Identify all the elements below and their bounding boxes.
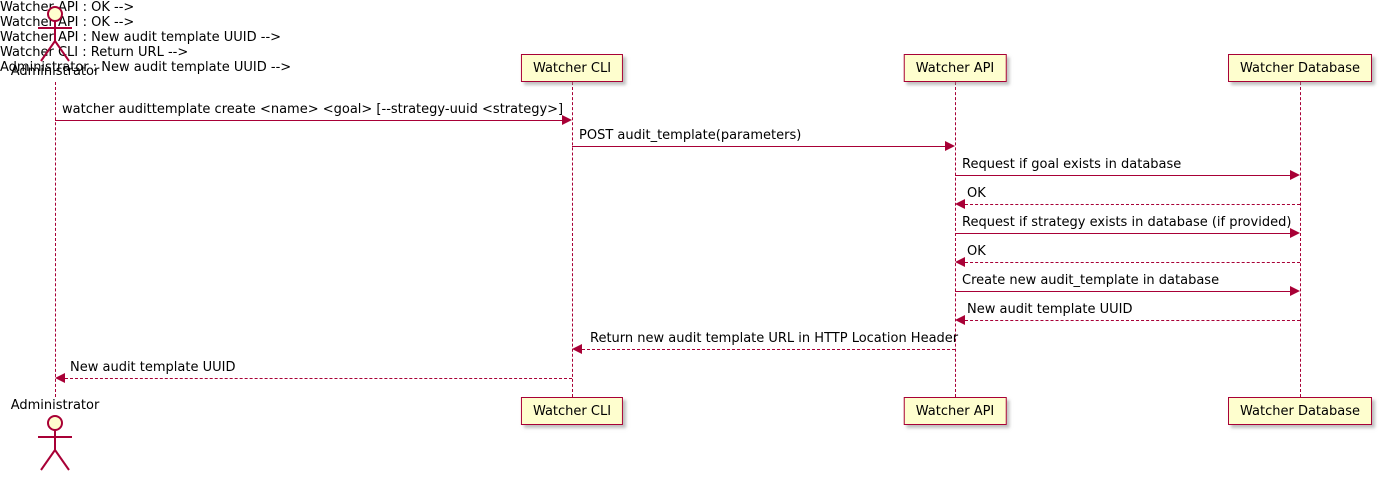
arrow-head xyxy=(55,373,65,383)
message-label: New audit template UUID xyxy=(70,360,236,375)
participant-label: Watcher Database xyxy=(1240,60,1360,76)
lifeline-watcher-database xyxy=(1300,82,1301,397)
lifeline-watcher-api xyxy=(955,82,956,397)
message-label: POST audit_template(parameters) xyxy=(579,128,802,143)
participant-watcher-api-bottom: Watcher API xyxy=(903,397,1007,425)
actor-label-administrator-bottom: Administrator xyxy=(10,398,100,413)
arrow-head xyxy=(955,257,965,267)
lifeline-administrator xyxy=(55,82,56,397)
arrow-head xyxy=(955,315,965,325)
participant-label: Watcher CLI xyxy=(532,403,612,419)
participant-watcher-cli-bottom: Watcher CLI xyxy=(520,397,624,425)
arrow-head xyxy=(1290,170,1300,180)
arrow-line xyxy=(965,320,1300,321)
participant-label: Watcher Database xyxy=(1240,403,1360,419)
participant-watcher-database-bottom: Watcher Database xyxy=(1228,397,1372,425)
arrow-head xyxy=(1290,286,1300,296)
arrow-line xyxy=(965,262,1300,263)
message-label: OK xyxy=(967,186,986,201)
lifeline-watcher-cli xyxy=(572,82,573,397)
participant-label: Watcher API xyxy=(915,60,995,76)
arrow-head xyxy=(955,199,965,209)
message-label: OK xyxy=(967,244,986,259)
participant-label: Watcher CLI xyxy=(532,60,612,76)
arrow-head xyxy=(1290,228,1300,238)
arrow-line xyxy=(955,175,1290,176)
arrow-line xyxy=(955,233,1290,234)
arrow-line xyxy=(965,204,1300,205)
participant-label: Watcher API xyxy=(915,403,995,419)
arrow-head xyxy=(945,141,955,151)
actor-label-administrator-top: Administrator xyxy=(10,64,100,79)
message-label: Request if goal exists in database xyxy=(962,157,1182,172)
message-label: Request if strategy exists in database (… xyxy=(962,215,1292,230)
participant-watcher-api-top: Watcher API xyxy=(903,54,1007,82)
actor-administrator-icon-bottom xyxy=(35,414,75,476)
arrow-line xyxy=(55,120,562,121)
arrow-line xyxy=(572,146,945,147)
arrow-line xyxy=(955,291,1290,292)
arrow-line xyxy=(65,378,572,379)
participant-watcher-database-top: Watcher Database xyxy=(1228,54,1372,82)
arrow-line xyxy=(582,349,955,350)
participant-watcher-cli-top: Watcher CLI xyxy=(520,54,624,82)
arrow-head xyxy=(572,344,582,354)
message-label: Return new audit template URL in HTTP Lo… xyxy=(590,331,959,346)
actor-administrator-icon-top xyxy=(35,5,75,67)
message-label: Create new audit_template in database xyxy=(962,273,1220,288)
message-label: New audit template UUID xyxy=(967,302,1133,317)
message-label: watcher audittemplate create <name> <goa… xyxy=(62,102,564,117)
arrow-head xyxy=(562,115,572,125)
